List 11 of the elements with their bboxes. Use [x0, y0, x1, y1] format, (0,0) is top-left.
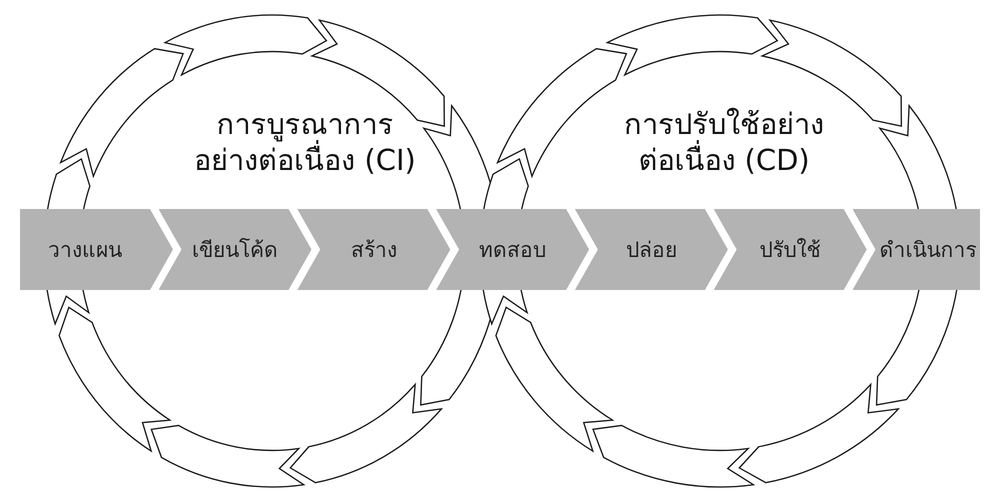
step-label: วางแผน	[48, 236, 122, 262]
step-label: สร้าง	[350, 236, 397, 262]
step-label: ดำเนินการ	[879, 236, 976, 262]
step-label: เขียนโค้ด	[192, 236, 278, 262]
process-step	[852, 209, 980, 290]
cycle-title: การบูรณาการอย่างต่อเนื่อง (CI)	[193, 106, 417, 178]
step-label: ทดสอบ	[479, 236, 546, 262]
step-label: ปรับใช้	[760, 236, 821, 262]
cycle-title: การปรับใช้อย่างต่อเนื่อง (CD)	[623, 106, 825, 178]
process-step	[20, 209, 173, 290]
step-label: ปล่อย	[626, 236, 677, 262]
